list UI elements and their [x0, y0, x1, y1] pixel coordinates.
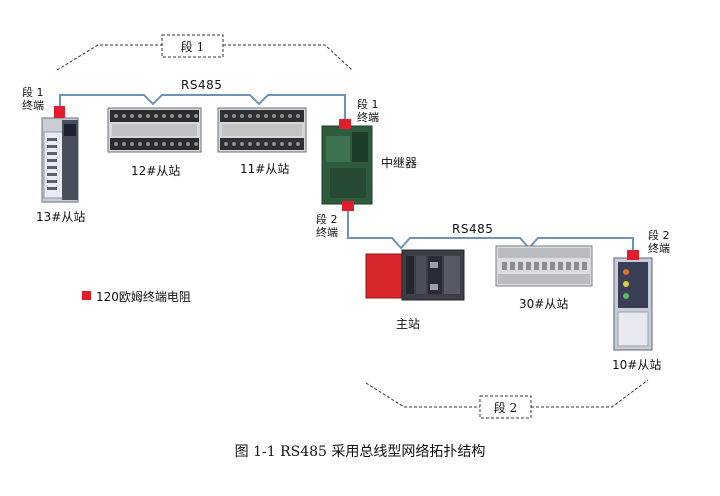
terminal-label-repeater-top-line2: 终端: [357, 111, 379, 124]
terminal-label-right-bottom-line1: 段 2: [648, 229, 670, 242]
legend-terminator-swatch: [82, 291, 91, 300]
terminator-slave10: [627, 250, 639, 260]
segment-2-bracket: [365, 379, 649, 419]
terminator-repeater-top: [339, 119, 351, 129]
slave-30-device: [495, 245, 593, 287]
repeater-label: 中继器: [381, 156, 418, 170]
master-station-label: 主站: [396, 317, 421, 331]
slave-12-device: [107, 107, 202, 153]
terminal-label-repeater-bottom-line1: 段 2: [316, 213, 338, 226]
slave-11-label: 11#从站: [240, 162, 290, 176]
terminal-label-left-top-line2: 终端: [22, 99, 44, 112]
slave-13-label: 13#从站: [36, 210, 86, 224]
terminal-label-right-bottom-line2: 终端: [648, 242, 670, 255]
top-bus-line: [59, 94, 346, 122]
repeater-device: [321, 125, 373, 205]
slave-10-device: [613, 257, 653, 351]
slave-30-label: 30#从站: [519, 297, 569, 311]
segment-2-label: 段 2: [493, 401, 518, 415]
slave-13-device: [41, 117, 79, 203]
master-station-device: [365, 249, 465, 301]
bottom-bus-line: [347, 206, 634, 252]
bottom-bus-label: RS485: [452, 222, 494, 236]
slave-12-label: 12#从站: [131, 164, 181, 178]
terminator-repeater-bottom: [342, 201, 354, 211]
terminal-label-repeater-bottom-line2: 终端: [316, 226, 338, 239]
top-bus-label: RS485: [181, 78, 223, 92]
slave-10-label: 10#从站: [612, 358, 662, 372]
segment-1-bracket: [56, 34, 353, 71]
slave-11-device: [217, 107, 307, 153]
figure-caption: 图 1-1 RS485 采用总线型网络拓扑结构: [234, 444, 486, 460]
terminal-label-left-top-line1: 段 1: [22, 86, 44, 99]
terminal-label-repeater-top-line1: 段 1: [357, 98, 379, 111]
segment-1-label: 段 1: [180, 40, 205, 54]
terminator-slave13: [54, 106, 65, 118]
legend-text: 120欧姆终端电阻: [96, 290, 191, 304]
